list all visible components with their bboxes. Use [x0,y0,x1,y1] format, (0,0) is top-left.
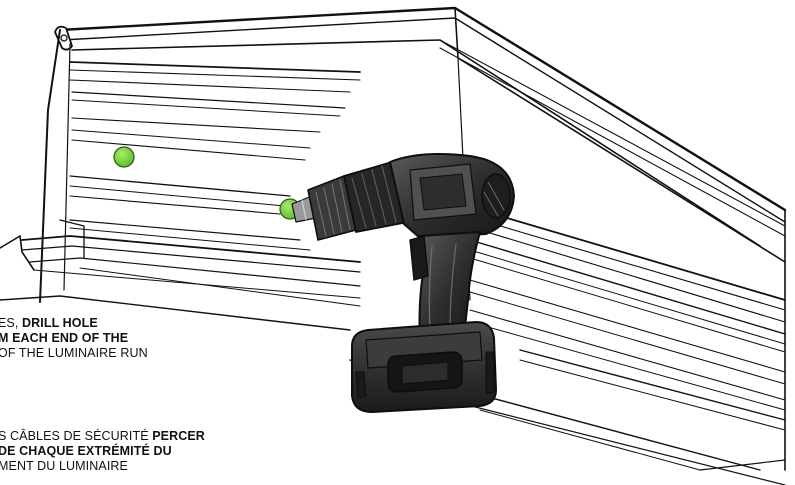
english-instruction-line-1: ES, DRILL HOLE [0,316,148,331]
english-instruction: ES, DRILL HOLE M EACH END OF THE OF THE … [0,316,148,361]
english-instruction-line-2: M EACH END OF THE [0,331,148,346]
french-line-3-normal: MENT DU LUMINAIRE [0,459,128,473]
french-line-1-bold: PERCER [152,429,205,443]
french-instruction-line-3: MENT DU LUMINAIRE [0,459,205,474]
french-instruction-line-2: DE CHAQUE EXTRÉMITÉ DU [0,444,205,459]
english-instruction-line-3: OF THE LUMINAIRE RUN [0,346,148,361]
luminaire-housing [0,6,787,485]
english-line-1-normal: ES, [0,316,23,330]
english-line-3-normal: OF THE LUMINAIRE RUN [0,346,148,360]
french-line-2-bold: DE CHAQUE EXTRÉMITÉ DU [0,444,172,458]
english-line-2-bold: M EACH END OF THE [0,331,129,345]
french-instruction-line-1: S CÂBLES DE SÉCURITÉ PERCER [0,429,205,444]
english-line-1-bold: DRILL HOLE [22,316,98,330]
french-instruction: S CÂBLES DE SÉCURITÉ PERCER DE CHAQUE EX… [0,429,205,474]
drill-hole-marker [113,146,135,168]
cordless-drill-icon [291,153,515,413]
french-line-1-normal: S CÂBLES DE SÉCURITÉ [0,429,153,443]
